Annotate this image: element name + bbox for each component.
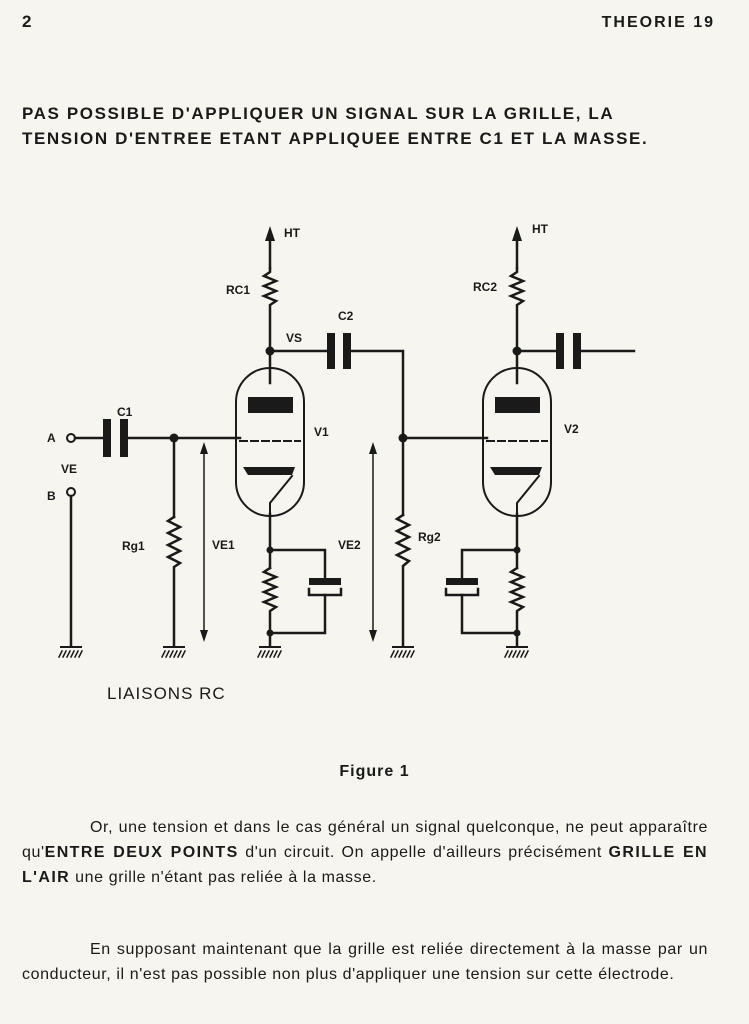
v2-cathode-resistor	[507, 566, 527, 647]
paragraph-2: En supposant maintenant que la grille es…	[22, 937, 708, 987]
ground-rg1	[160, 646, 187, 659]
v1-cathode-capacitor	[307, 578, 343, 597]
label-ve1: VE1	[212, 538, 235, 552]
v2-cathode-capacitor	[444, 578, 480, 597]
ht-arrow-2	[512, 226, 522, 270]
label-rc1: RC1	[226, 283, 250, 297]
ve2-arrow	[369, 442, 377, 642]
page-number: 2	[22, 12, 32, 31]
paragraph-2-text: En supposant maintenant que la grille es…	[22, 941, 708, 983]
label-c1: C1	[117, 405, 133, 419]
label-c2: C2	[338, 309, 354, 323]
ground-symbols	[57, 646, 530, 659]
rc-coupling-circuit-diagram: HT HT RC1 RC2 VS C2 C1 V1 V2 A VE B Rg1 …	[47, 222, 636, 703]
tube-v2	[482, 367, 552, 517]
rg2-resistor	[394, 513, 412, 647]
c2-capacitor	[327, 333, 351, 369]
emphasis-grille-en-l-air: GRILLE EN L'AIR	[22, 844, 709, 886]
label-b: B	[47, 489, 56, 503]
rc1-resistor	[260, 266, 280, 353]
label-a: A	[47, 431, 56, 445]
intro-text: PAS POSSIBLE D'APPLIQUER UN SIGNAL SUR L…	[22, 101, 722, 151]
rc2-resistor	[507, 266, 527, 353]
label-rg1: Rg1	[122, 539, 145, 553]
rg1-resistor	[165, 515, 183, 647]
intro-line-1: PAS POSSIBLE D'APPLIQUER UN SIGNAL SUR L…	[22, 104, 615, 123]
label-ht1: HT	[284, 226, 301, 240]
figure-label: Figure 1	[339, 763, 410, 780]
junction-dots	[169, 346, 522, 637]
label-ve: VE	[61, 462, 77, 476]
label-rc2: RC2	[473, 280, 497, 294]
output-capacitor	[556, 333, 581, 369]
label-rg2: Rg2	[418, 530, 441, 544]
ground-v2	[503, 646, 530, 659]
v1-cathode-resistor	[260, 566, 280, 647]
label-v2: V2	[564, 422, 579, 436]
c1-capacitor	[103, 419, 128, 457]
emphasis-entre-deux-points: ENTRE DEUX POINTS	[44, 844, 239, 861]
ht-arrow-1	[265, 226, 275, 270]
ground-rg2	[389, 646, 416, 659]
paragraph-1-text-a: Or, une tension et dans le cas général u…	[22, 819, 708, 861]
diagram-caption: LIAISONS RC	[107, 684, 226, 703]
label-vs: VS	[286, 331, 302, 345]
paragraph-1-text-b: d'un circuit. On appelle d'ailleurs préc…	[238, 844, 609, 861]
paragraph-1-text-c: une grille n'étant pas reliée à la masse…	[70, 869, 377, 886]
intro-line-2: TENSION D'ENTREE ETANT APPLIQUEE ENTRE C…	[22, 129, 649, 148]
section-header: THEORIE 19	[601, 14, 715, 31]
label-v1: V1	[314, 425, 329, 439]
label-ht2: HT	[532, 222, 549, 236]
paragraph-1: Or, une tension et dans le cas général u…	[22, 815, 708, 890]
label-ve2: VE2	[338, 538, 361, 552]
ground-v1	[256, 646, 283, 659]
ground-b	[57, 646, 84, 659]
ve1-arrow	[200, 442, 208, 642]
tube-v1	[235, 367, 305, 517]
